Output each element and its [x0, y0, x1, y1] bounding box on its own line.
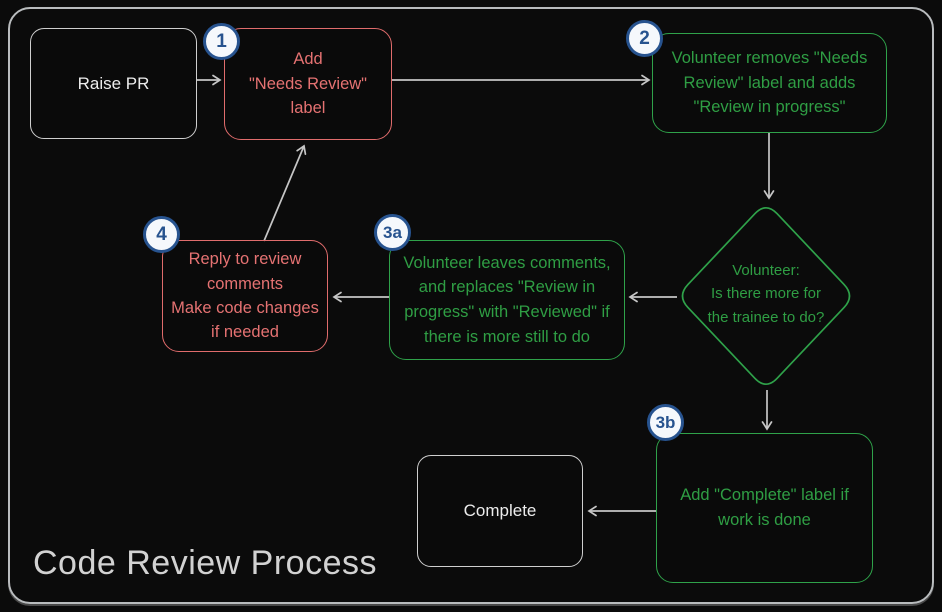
diagram-frame-border [8, 7, 934, 604]
node-step2-volunteer-removes: Volunteer removes "Needs Review" label a… [652, 33, 887, 133]
node-raise-pr: Raise PR [30, 28, 197, 139]
decision-diamond-shape [681, 206, 851, 386]
node-decision-label: Volunteer: Is there more for the trainee… [707, 262, 825, 326]
badge-step2: 2 [626, 20, 663, 57]
node-step1-add-needs-review: Add "Needs Review" label [224, 28, 392, 140]
arrow-step4-to-step1 [263, 144, 307, 242]
node-step3b-add-complete-label: Add "Complete" label if work is done [656, 433, 873, 583]
node-complete: Complete [417, 455, 583, 567]
badge-step4: 4 [143, 216, 180, 253]
node-step4-reply-to-review: Reply to review comments Make code chang… [162, 240, 328, 352]
node-step3a-volunteer-comments: Volunteer leaves comments, and replaces … [389, 240, 625, 360]
badge-step3a: 3a [374, 214, 411, 251]
badge-step1: 1 [203, 23, 240, 60]
badge-step3b: 3b [647, 404, 684, 441]
diagram-title: Code Review Process [33, 544, 377, 582]
